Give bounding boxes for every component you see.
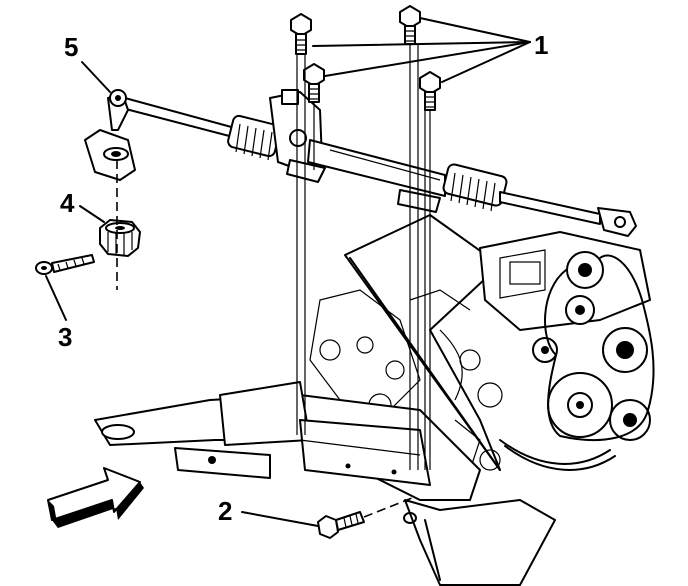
leader-lines xyxy=(45,17,531,527)
callout-3: 3 xyxy=(58,322,72,352)
right-boot xyxy=(442,163,508,212)
front-crossmember xyxy=(94,381,556,586)
mounting-bolt-b xyxy=(399,5,421,45)
mounting-bolt-c xyxy=(303,63,325,103)
callout-1: 1 xyxy=(534,30,548,60)
mounting-bolt-d xyxy=(419,71,441,111)
callout-5: 5 xyxy=(64,32,78,62)
frame-bolt-icon xyxy=(317,497,413,539)
mounting-bolt-a xyxy=(290,13,312,55)
callout-labels: 1 2 3 4 5 xyxy=(58,30,548,526)
mounting-bolt-icon xyxy=(290,5,441,111)
tie-rod-end-icon xyxy=(84,89,136,181)
callout-2: 2 xyxy=(218,496,232,526)
forward-arrow-icon xyxy=(47,467,144,528)
bolt-alignment-lines xyxy=(116,44,431,470)
cotter-pin-icon xyxy=(35,254,95,275)
hex-nut-icon xyxy=(99,219,141,257)
callout-4: 4 xyxy=(60,188,75,218)
steering-gear-rack xyxy=(121,89,637,237)
engine-assembly xyxy=(309,214,655,471)
